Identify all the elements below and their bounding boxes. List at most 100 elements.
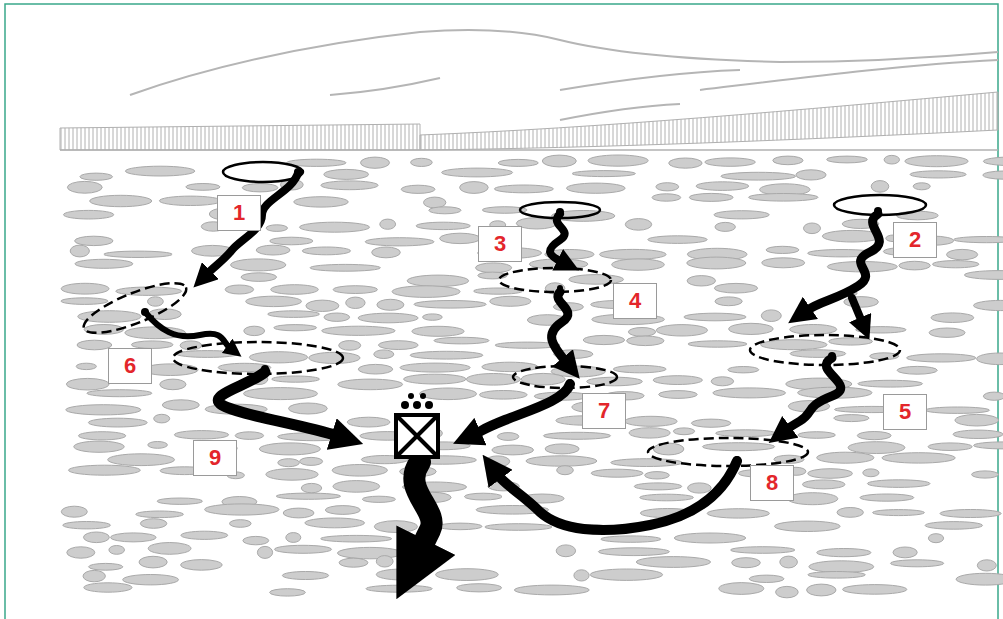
shrub: [796, 170, 826, 180]
shrub: [514, 585, 589, 595]
shrub: [972, 471, 999, 478]
shrub: [636, 557, 710, 568]
shrub: [848, 442, 905, 454]
shrub: [860, 494, 914, 501]
shrub: [361, 157, 390, 168]
position-dot: [141, 168, 882, 464]
shrub: [928, 534, 943, 543]
shrub: [486, 456, 510, 467]
shrub: [773, 156, 803, 165]
shrub: [294, 197, 348, 207]
shrub: [77, 340, 112, 350]
shrub: [480, 391, 528, 400]
shrub: [272, 376, 320, 382]
shrub: [834, 415, 869, 422]
shrub: [974, 442, 1003, 449]
callout-number: 1: [217, 195, 261, 231]
shrub: [715, 297, 742, 306]
shrub: [516, 218, 557, 229]
shrub: [109, 546, 125, 555]
shrub: [696, 182, 749, 191]
shrub: [625, 416, 677, 426]
shrub: [429, 207, 461, 214]
shrub: [242, 184, 278, 192]
shrub: [691, 419, 730, 427]
shrub: [278, 459, 300, 467]
shrub: [162, 400, 199, 410]
shrub: [243, 536, 269, 544]
shrub: [977, 560, 996, 571]
shrub: [713, 388, 786, 398]
shrub: [711, 377, 733, 386]
shrub: [526, 456, 597, 466]
shrub: [376, 569, 425, 580]
treeline: [60, 124, 420, 150]
shrub: [266, 469, 318, 481]
shrub: [301, 483, 321, 492]
shrub: [407, 275, 468, 286]
shrub: [843, 585, 907, 595]
shrub: [366, 585, 432, 592]
shrub: [790, 350, 846, 358]
shrub: [346, 297, 365, 308]
shrub: [891, 560, 944, 567]
movement-arrow: [145, 173, 879, 552]
shrub: [947, 249, 978, 259]
shrub: [339, 341, 361, 351]
shrub: [707, 509, 769, 518]
shrub: [790, 325, 837, 335]
shrub: [598, 548, 669, 556]
shrub: [494, 185, 553, 193]
shrub: [749, 575, 784, 582]
objective-symbol: [396, 393, 438, 457]
shrub: [567, 183, 626, 193]
shrub: [687, 257, 746, 269]
shrub: [440, 233, 481, 243]
shrub: [61, 298, 108, 305]
shrub: [955, 414, 998, 426]
shrub: [653, 443, 684, 455]
shrub: [897, 366, 937, 374]
shrub: [374, 350, 394, 359]
shrub: [625, 219, 651, 231]
shrub: [645, 472, 670, 479]
shrub: [286, 533, 301, 543]
shrub: [974, 300, 1003, 310]
shrub: [803, 480, 845, 489]
shrub: [715, 283, 758, 293]
shrub: [629, 428, 670, 438]
shrub: [521, 373, 565, 385]
shrub: [809, 561, 874, 573]
shrub: [324, 313, 350, 321]
shrub: [372, 247, 401, 258]
shrub: [271, 285, 319, 295]
shrub: [300, 457, 323, 465]
shrub: [983, 157, 1003, 166]
shrub: [556, 545, 575, 557]
shrub: [321, 181, 378, 190]
shrub: [977, 353, 1003, 365]
shrub: [157, 498, 202, 504]
shrub: [75, 236, 113, 245]
shrub: [177, 351, 239, 358]
shrub: [925, 407, 989, 413]
shrub: [136, 511, 184, 518]
shrub: [104, 251, 172, 257]
callout-number: 2: [893, 222, 937, 258]
shrub: [83, 570, 105, 581]
shrub: [940, 510, 1001, 518]
shrub: [380, 219, 396, 229]
shrub: [282, 572, 328, 580]
shrub: [259, 443, 320, 455]
shrub: [857, 432, 891, 440]
shrub: [590, 569, 662, 580]
shrub: [689, 193, 733, 201]
shrub: [411, 158, 433, 166]
shrub: [266, 225, 287, 232]
shrub: [808, 469, 853, 479]
shrub: [333, 286, 377, 294]
shrub: [235, 432, 263, 440]
shrub: [601, 536, 661, 542]
shrub: [276, 493, 340, 499]
shrub: [67, 181, 102, 193]
